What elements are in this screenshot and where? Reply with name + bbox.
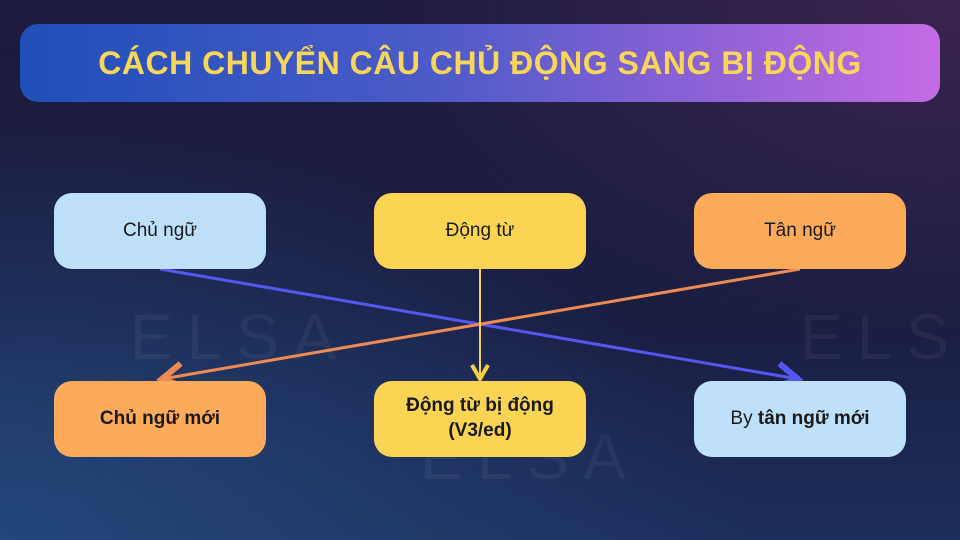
passive-verb-box: Động từ bị động (V3/ed) [374, 381, 586, 457]
subject-label: Chủ ngữ [123, 219, 197, 241]
page-title: CÁCH CHUYỂN CÂU CHỦ ĐỘNG SANG BỊ ĐỘNG [98, 44, 862, 81]
object-label: Tân ngữ [764, 219, 836, 241]
passive-verb-label: Động từ bị động [406, 395, 554, 417]
new-subject-label: Chủ ngữ mới [99, 407, 221, 429]
title-banner: CÁCH CHUYỂN CÂU CHỦ ĐỘNG SANG BỊ ĐỘNG [20, 24, 940, 102]
verb-box: Động từ [374, 193, 586, 269]
new-object-label: tân ngữ mới [757, 407, 870, 429]
by-label: By [730, 407, 753, 429]
subject-box: Chủ ngữ [54, 193, 266, 269]
watermark: ELSA [800, 301, 960, 373]
new-subject-box: Chủ ngữ mới [54, 381, 266, 457]
watermark: ELSA [130, 301, 350, 373]
object-box: Tân ngữ [694, 193, 906, 269]
verb-label: Động từ [445, 219, 515, 241]
passive-verb-form: (V3/ed) [448, 420, 512, 441]
by-object-box: By tân ngữ mới [694, 381, 906, 457]
